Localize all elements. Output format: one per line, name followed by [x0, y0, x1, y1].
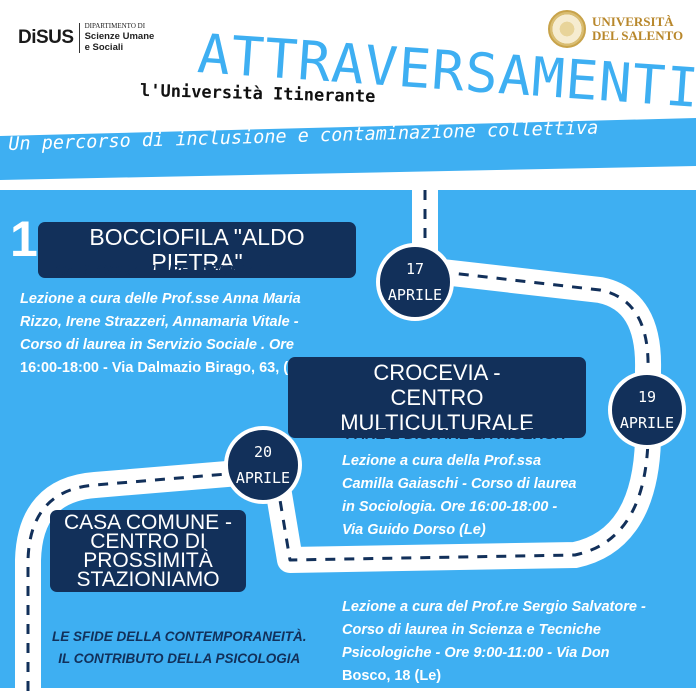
description-line: Corso di laurea in Servizio Sociale . Or…	[20, 337, 294, 353]
date-day: 17	[405, 260, 425, 278]
disus-logo-mark: DiSUS	[18, 26, 74, 48]
stop-3-description: Lezione a cura del Prof.re Sergio Salvat…	[342, 596, 646, 688]
place-line: CENTRO MULTICULTURALE	[340, 385, 534, 435]
description-line: Lezione a cura della Prof.ssa	[342, 453, 542, 469]
date-badge-19: 19 APRILE	[608, 371, 686, 449]
date-month: APRILE	[619, 414, 675, 432]
date-badge-17: 17 APRILE	[376, 243, 454, 321]
description-line: Psicologiche - Ore 9:00-11:00 - Via Don	[342, 645, 610, 661]
description-line: in Sociologia. Ore 16:00-18:00 -	[342, 499, 558, 515]
university-logo: UNIVERSITÀ DEL SALENTO	[548, 10, 683, 48]
place-line: CROCEVIA -	[373, 360, 501, 385]
place-line: STAZIONIAMO	[76, 568, 220, 591]
stop-2-place: CROCEVIA - CENTRO MULTICULTURALE	[288, 357, 586, 438]
university-name: UNIVERSITÀ DEL SALENTO	[592, 15, 683, 43]
place-line: CENTRO DI	[90, 530, 206, 553]
university-name-line: UNIVERSITÀ	[592, 14, 674, 29]
description-line: Camilla Gaiaschi - Corso di laurea	[342, 476, 577, 492]
date-badge-20: 20 APRILE	[224, 426, 302, 504]
dept-line: DIPARTIMENTO DI	[84, 22, 146, 30]
date-day: 19	[637, 388, 657, 406]
tagline-band	[0, 118, 696, 180]
dept-line: Scienze Umane	[84, 31, 155, 42]
dept-line: e Sociali	[84, 42, 124, 53]
description-line: Via Guido Dorso (Le)	[342, 522, 486, 538]
date-month: APRILE	[235, 469, 291, 487]
stop-3-topic: LE SFIDE DELLA CONTEMPORANEITÀ. IL CONTR…	[52, 626, 307, 670]
description-line: Lezione a cura delle Prof.sse Anna Maria	[20, 291, 301, 307]
university-seal-icon	[548, 10, 586, 48]
stop-2-topic: FARE E DISFARE LA RICERCA	[346, 426, 566, 443]
stop-2-description: Lezione a cura della Prof.ssa Camilla Ga…	[342, 450, 577, 542]
description-line: Corso di laurea in Scienza e Tecniche	[342, 622, 601, 638]
description-line: Rizzo, Irene Strazzeri, Annamaria Vitale…	[20, 314, 299, 330]
stop-1-topic: CARTOGRAFIE RELAZIONALI	[55, 262, 270, 279]
stop-number: 1	[10, 211, 38, 267]
disus-department: DIPARTIMENTO DI Scienze Umane e Sociali	[85, 22, 155, 53]
description-line: Lezione a cura del Prof.re Sergio Salvat…	[342, 599, 646, 615]
topic-line: LE SFIDE DELLA CONTEMPORANEITÀ.	[52, 629, 307, 644]
place-line: CASA COMUNE -	[63, 511, 233, 534]
date-day: 20	[253, 443, 273, 461]
disus-logo: DiSUS DIPARTIMENTO DI Scienze Umane e So…	[18, 22, 154, 53]
place-line: PROSSIMITÀ	[83, 549, 213, 572]
university-name-line: DEL SALENTO	[592, 28, 684, 43]
date-month: APRILE	[387, 286, 443, 304]
stop-1-description: Lezione a cura delle Prof.sse Anna Maria…	[20, 288, 310, 380]
stop-3-place: CASA COMUNE - CENTRO DI PROSSIMITÀ STAZI…	[50, 510, 246, 592]
description-line: 16:00-18:00 - Via Dalmazio Birago, 63, (…	[20, 360, 310, 376]
description-line: Bosco, 18 (Le)	[342, 668, 442, 684]
logo-divider	[78, 22, 80, 53]
topic-line: IL CONTRIBUTO DELLA PSICOLOGIA	[58, 651, 301, 666]
stop-1-place: BOCCIOFILA "ALDO PIETRA"	[38, 222, 356, 278]
